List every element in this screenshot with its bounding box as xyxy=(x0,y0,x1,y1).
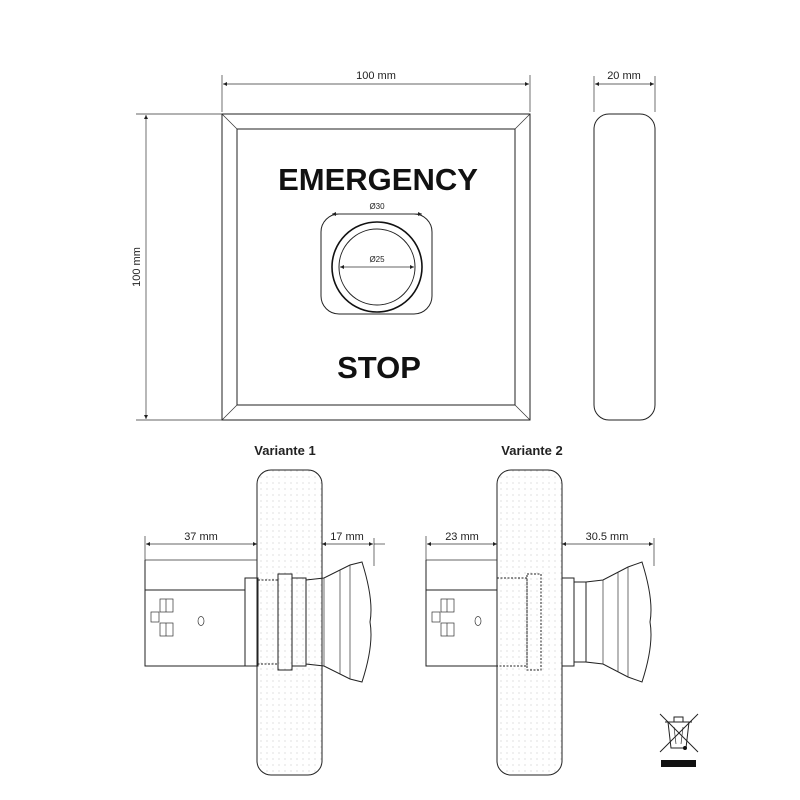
variant-2-view: Variante 2 23 mm 30.5 mm xyxy=(425,443,655,776)
variant-1-label: Variante 1 xyxy=(254,443,315,458)
variant-1-contact-block xyxy=(144,559,257,667)
front-width-label: 100 mm xyxy=(356,70,396,82)
inner-diameter-label: Ø25 xyxy=(369,255,385,264)
side-depth-label: 20 mm xyxy=(607,70,641,82)
crossed-out-wheelie-bin-icon xyxy=(659,713,699,767)
variant-1-view: Variante 1 37 mm 17 mm xyxy=(144,443,385,776)
side-view: 20 mm xyxy=(593,70,656,421)
variant-2-plate xyxy=(496,469,563,776)
variant-2-label: Variante 2 xyxy=(501,443,562,458)
front-view: 100 mm 100 mm EMERGENCY STOP Ø30 xyxy=(131,70,531,421)
variant-1-left-dimension: 37 mm xyxy=(144,531,257,560)
variant-1-actuator xyxy=(244,561,372,683)
variant-2-right-dimension: 30.5 mm xyxy=(562,531,655,566)
variant-1-plate xyxy=(256,469,323,776)
variant-2-left-dim-label: 23 mm xyxy=(445,531,479,543)
variant-2-left-dimension: 23 mm xyxy=(425,531,497,560)
outer-diameter-label: Ø30 xyxy=(369,202,385,211)
variant-2-contact-block xyxy=(425,559,498,667)
stop-text: STOP xyxy=(337,350,421,385)
front-plate xyxy=(221,113,531,421)
front-width-dimension: 100 mm xyxy=(221,70,531,112)
side-profile xyxy=(593,113,656,421)
variant-2-right-dim-label: 30.5 mm xyxy=(586,531,629,543)
button-hole: Ø30 Ø25 xyxy=(320,202,433,315)
emergency-text: EMERGENCY xyxy=(278,162,478,197)
front-height-dimension: 100 mm xyxy=(131,113,222,421)
variant-1-left-dim-label: 37 mm xyxy=(184,531,218,543)
front-height-label: 100 mm xyxy=(131,247,143,287)
variant-1-right-dim-label: 17 mm xyxy=(330,531,364,543)
variant-1-right-dimension: 17 mm xyxy=(322,531,385,566)
variant-2-actuator xyxy=(496,561,652,683)
side-depth-dimension: 20 mm xyxy=(593,70,656,112)
